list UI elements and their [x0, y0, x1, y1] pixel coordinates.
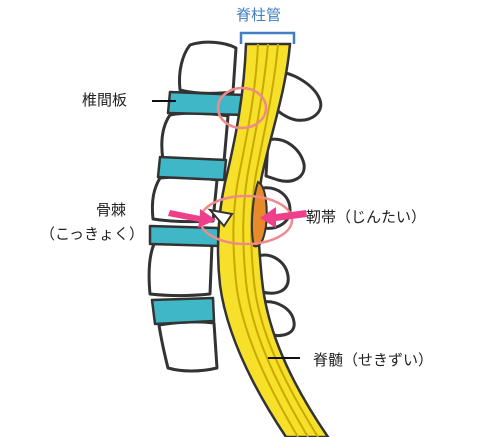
spinal-cord-label: 脊髄（せきずい） [313, 351, 434, 369]
disc-1 [166, 90, 248, 117]
vertebra-5 [157, 320, 219, 373]
bone-spur-shape [207, 208, 234, 228]
process-2 [264, 137, 306, 183]
compression-arrows [168, 207, 307, 228]
arrow-from-right [260, 207, 307, 228]
disc-highlight-circle [216, 86, 268, 130]
disc-4 [150, 296, 216, 326]
disc-2 [156, 155, 228, 182]
vertebra-2 [160, 111, 230, 165]
spinal-cord-fiber-2 [242, 43, 309, 437]
bone-spur-label: 骨棘 [96, 201, 127, 219]
spinal-canal-label: 脊柱管 [236, 6, 282, 24]
process-4 [256, 253, 290, 295]
spinal-cord-fiber-1 [232, 43, 299, 437]
bone-spur-reading-label: （こっきょく） [40, 225, 144, 243]
ligament-label: 靭帯（じんたい） [306, 208, 427, 226]
spinal-canal-bracket [239, 31, 296, 44]
leader-lines [152, 100, 300, 359]
intervertebral-disc-label: 椎間板 [82, 91, 128, 109]
arrow-from-left [168, 209, 216, 228]
vertebra-4 [147, 241, 214, 297]
vertebra-1 [178, 40, 238, 95]
